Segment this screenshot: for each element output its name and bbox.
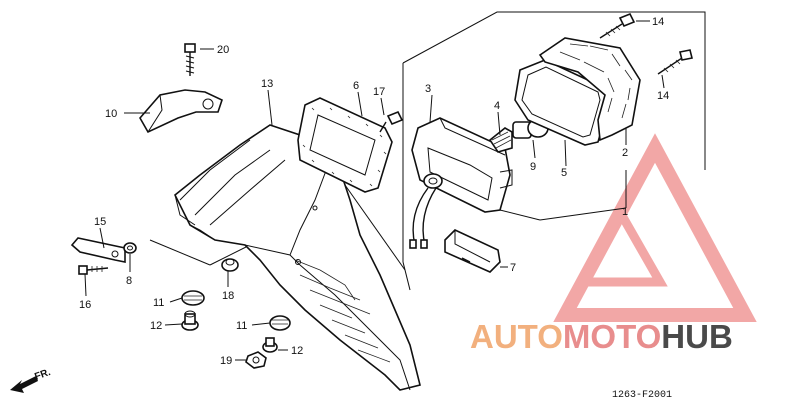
label-13: 13 [261,78,273,90]
label-15: 15 [94,216,106,228]
screw-part-17 [379,110,404,133]
reflector-part-8 [444,229,501,273]
socket-part-4 [488,127,513,153]
label-5: 5 [561,167,567,179]
label-14-right: 14 [657,90,669,102]
watermark-text: AUTOMOTOHUB [470,318,800,358]
label-4: 4 [494,100,500,112]
label-9: 9 [530,161,536,173]
bolt-part-16 [78,265,109,275]
grommet-part-11-right [269,315,291,331]
label-12-left: 12 [150,320,162,332]
label-11-left: 11 [153,297,164,309]
drawing-code: 1263-F2001 [612,390,672,400]
label-17: 17 [373,86,385,98]
label-16: 16 [79,299,91,311]
collar-part-12-left [181,310,199,331]
lens-seal-part-5 [514,59,611,146]
label-6: 6 [353,80,359,92]
lamp-base-part-3 [409,117,513,249]
watermark-part-a: AUTO [470,318,563,355]
label-19: 19 [220,355,232,367]
stay-part-15 [70,237,126,263]
label-1: 1 [622,206,628,218]
grommet-part-11-left [181,290,205,306]
gasket-part-6 [297,97,393,193]
bolt-part-20 [184,43,196,76]
bracket-part-10 [139,89,223,134]
washer-part-7 [123,242,137,254]
label-20: 20 [217,44,229,56]
label-12-right: 12 [291,345,303,357]
label-8: 7 [510,262,516,274]
watermark-part-c: HUB [661,318,733,355]
front-direction-arrow-icon: FR. [10,367,52,393]
part-number-labels: 20 10 13 6 17 3 4 9 5 2 1 14 14 7 15 8 1… [79,16,669,367]
label-3: 3 [425,83,431,95]
label-14-top: 14 [652,16,664,28]
nut-part-19 [245,351,267,369]
label-18: 18 [222,290,234,302]
screw-part-14-top [599,12,636,39]
leader-lines [84,20,665,361]
collar-part-12-right [262,337,278,353]
label-11-right: 11 [236,320,247,332]
watermark-part-b: MOTO [562,318,662,355]
screw-part-14-right [657,49,693,75]
rear-fender-part-13 [173,124,421,391]
reference-frame [149,11,706,291]
front-direction-label: FR. [33,367,52,383]
label-2: 2 [622,147,628,159]
label-10: 10 [105,108,117,120]
grommet-part-18 [221,258,239,272]
watermark-logo-icon [553,133,757,322]
label-7: 8 [126,275,132,287]
lens-part-2 [538,37,641,142]
